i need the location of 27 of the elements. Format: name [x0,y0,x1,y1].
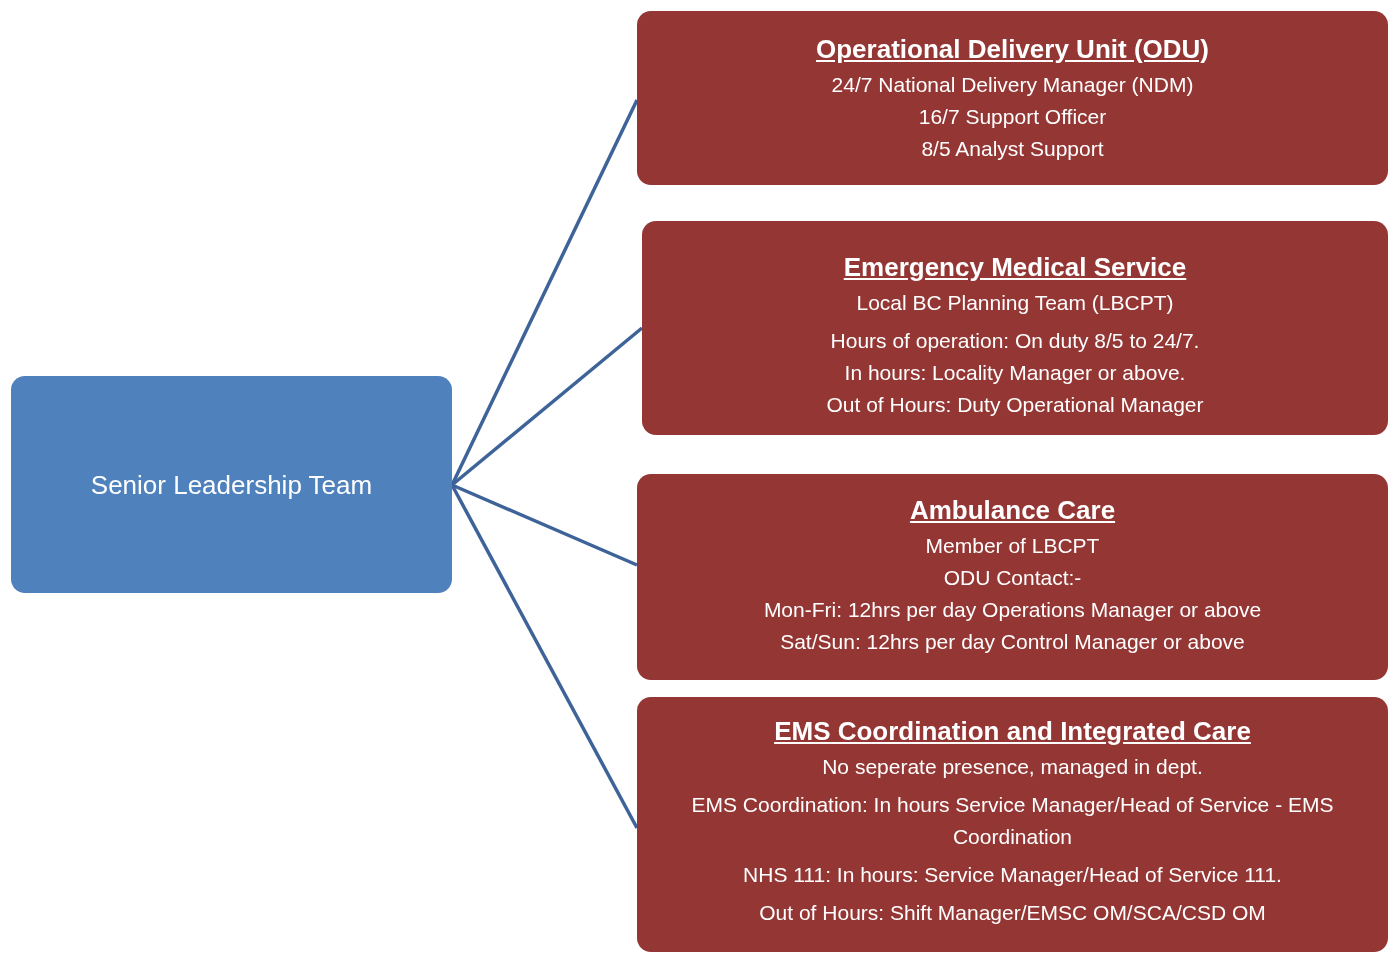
box-text: No seperate presence, managed in dept. [821,754,1204,780]
connector-line [451,483,638,567]
connector-line [450,484,639,829]
box-text: Local BC Planning Team (LBCPT) [855,290,1175,316]
box-text: Senior Leadership Team [89,468,374,501]
info-box [637,11,1388,185]
box-heading: Ambulance Care [908,494,1117,527]
box-text: ODU Contact:- [942,565,1083,591]
box-heading: Emergency Medical Service [842,251,1188,284]
box-text: Hours of operation: On duty 8/5 to 24/7. [829,328,1201,354]
box-text: 8/5 Analyst Support [920,136,1105,162]
info-box [642,221,1388,435]
team-box [11,376,452,593]
box-text: Out of Hours: Duty Operational Manager [825,392,1205,418]
box-text: Mon-Fri: 12hrs per day Operations Manager or above [762,597,1263,623]
box-text: 16/7 Support Officer [917,104,1108,130]
info-box [637,474,1388,680]
box-text: Out of Hours: Shift Manager/EMSC OM/SCA/CSD OM [758,900,1267,926]
box-text: Member of LBCPT [924,533,1101,559]
box-text: In hours: Locality Manager or above. [843,360,1187,386]
info-box [637,697,1388,952]
box-heading: EMS Coordination and Integrated Care [773,715,1252,748]
box-text: NHS 111: In hours: Service Manager/Head of Service 111. [742,862,1283,888]
box-text: EMS Coordination: In hours Service Manager/Head of Service - EMS Coordination [690,792,1335,850]
box-text: Sat/Sun: 12hrs per day Control Manager or above [779,629,1246,655]
box-text: 24/7 National Delivery Manager (NDM) [830,72,1195,98]
box-heading: Operational Delivery Unit (ODU) [815,33,1210,66]
